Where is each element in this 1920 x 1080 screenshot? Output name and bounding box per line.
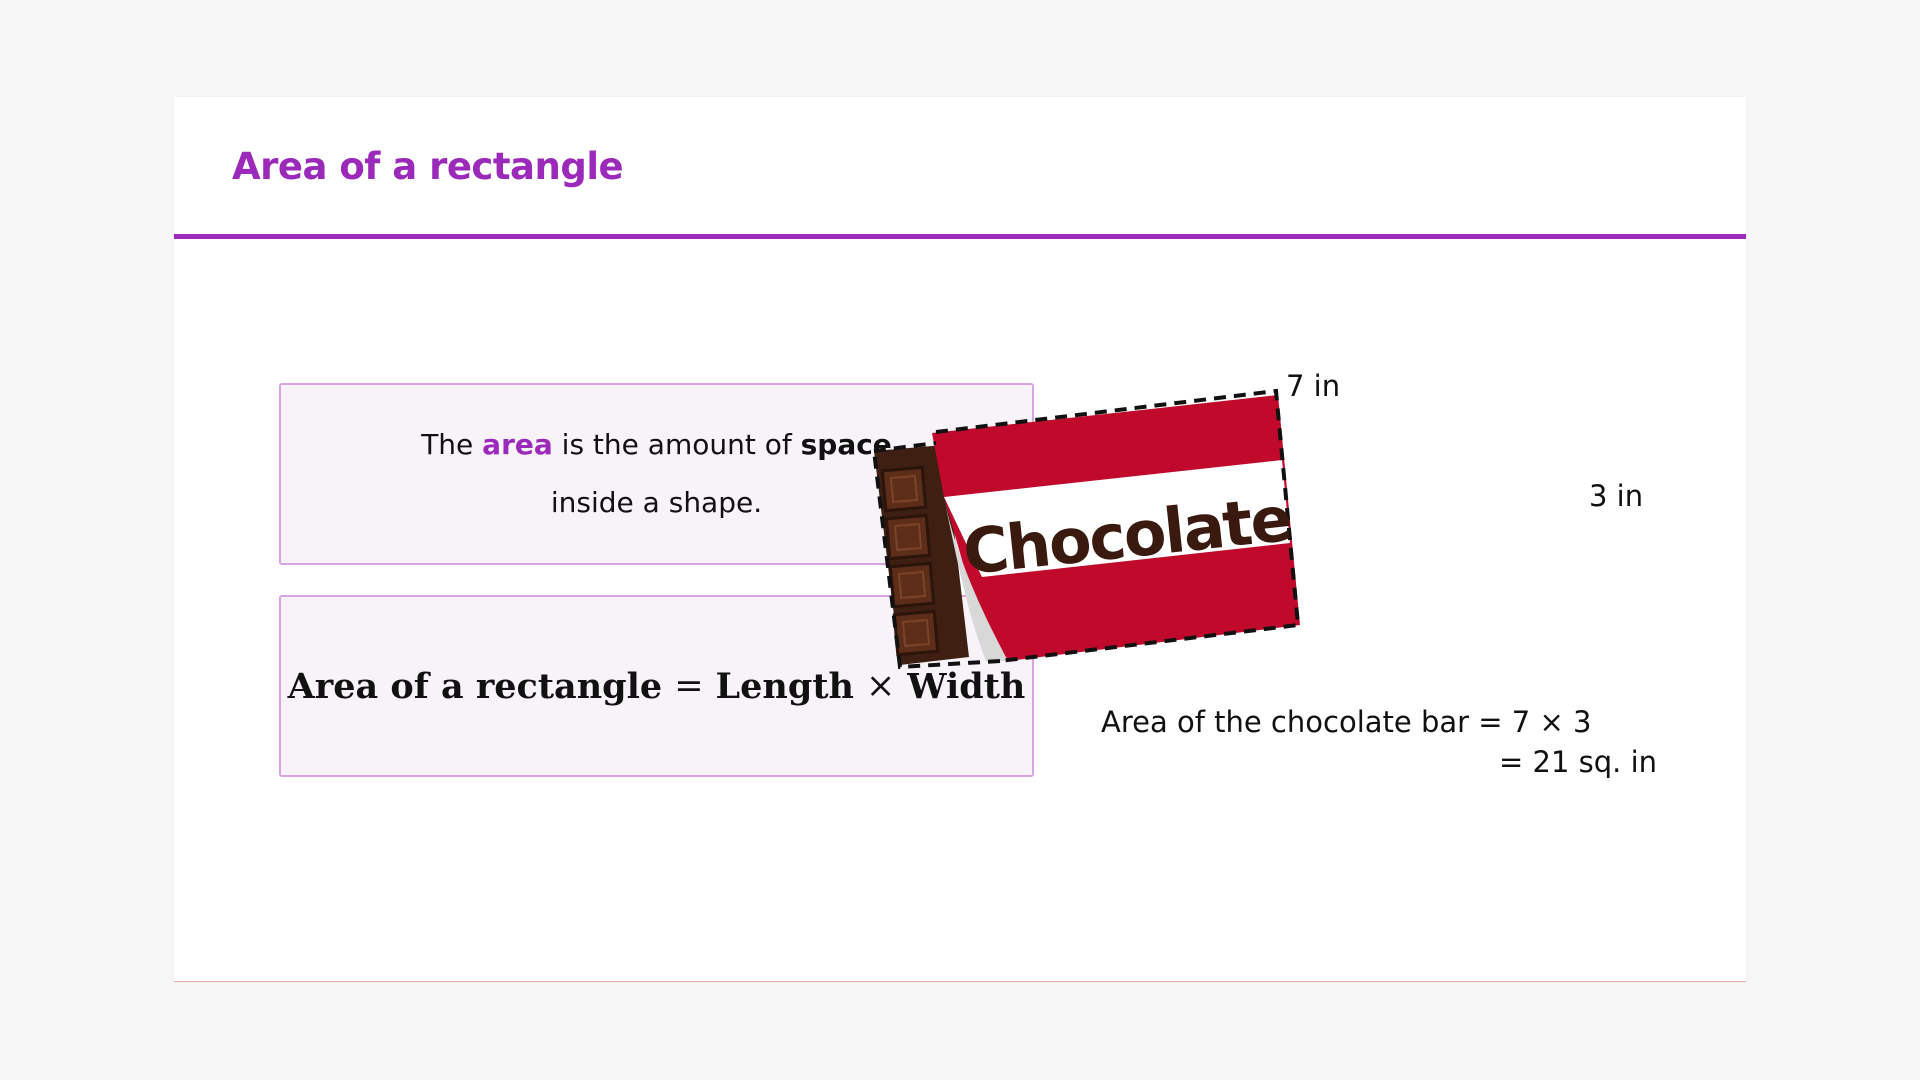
dashed-outline	[872, 388, 1301, 670]
formula-left: Area of a rectangle	[287, 665, 663, 707]
definition-line2: inside a shape.	[550, 486, 763, 519]
area-calculation-line2: = 21 sq. in	[1499, 745, 1658, 779]
definition-prefix: The	[421, 428, 483, 461]
definition-middle: is the amount of	[552, 428, 801, 461]
width-label: 3 in	[1589, 479, 1644, 513]
title-underline	[174, 234, 1746, 239]
formula-term-width: Width	[907, 665, 1026, 707]
definition-text: The area is the amount of space inside a…	[421, 416, 892, 532]
formula-equals: =	[674, 666, 704, 706]
slide: Area of a rectangle The area is the amou…	[174, 97, 1746, 982]
formula-term-length: Length	[715, 665, 854, 707]
length-label: 7 in	[1286, 369, 1341, 403]
slide-title: Area of a rectangle	[232, 145, 624, 188]
keyword-area: area	[482, 428, 553, 461]
formula-times: ×	[865, 666, 896, 706]
area-calculation-line1: Area of the chocolate bar = 7 × 3	[1101, 705, 1592, 739]
chocolate-wrapper	[932, 395, 1300, 661]
chocolate-bar-illustration: Chocolate	[872, 388, 1301, 670]
